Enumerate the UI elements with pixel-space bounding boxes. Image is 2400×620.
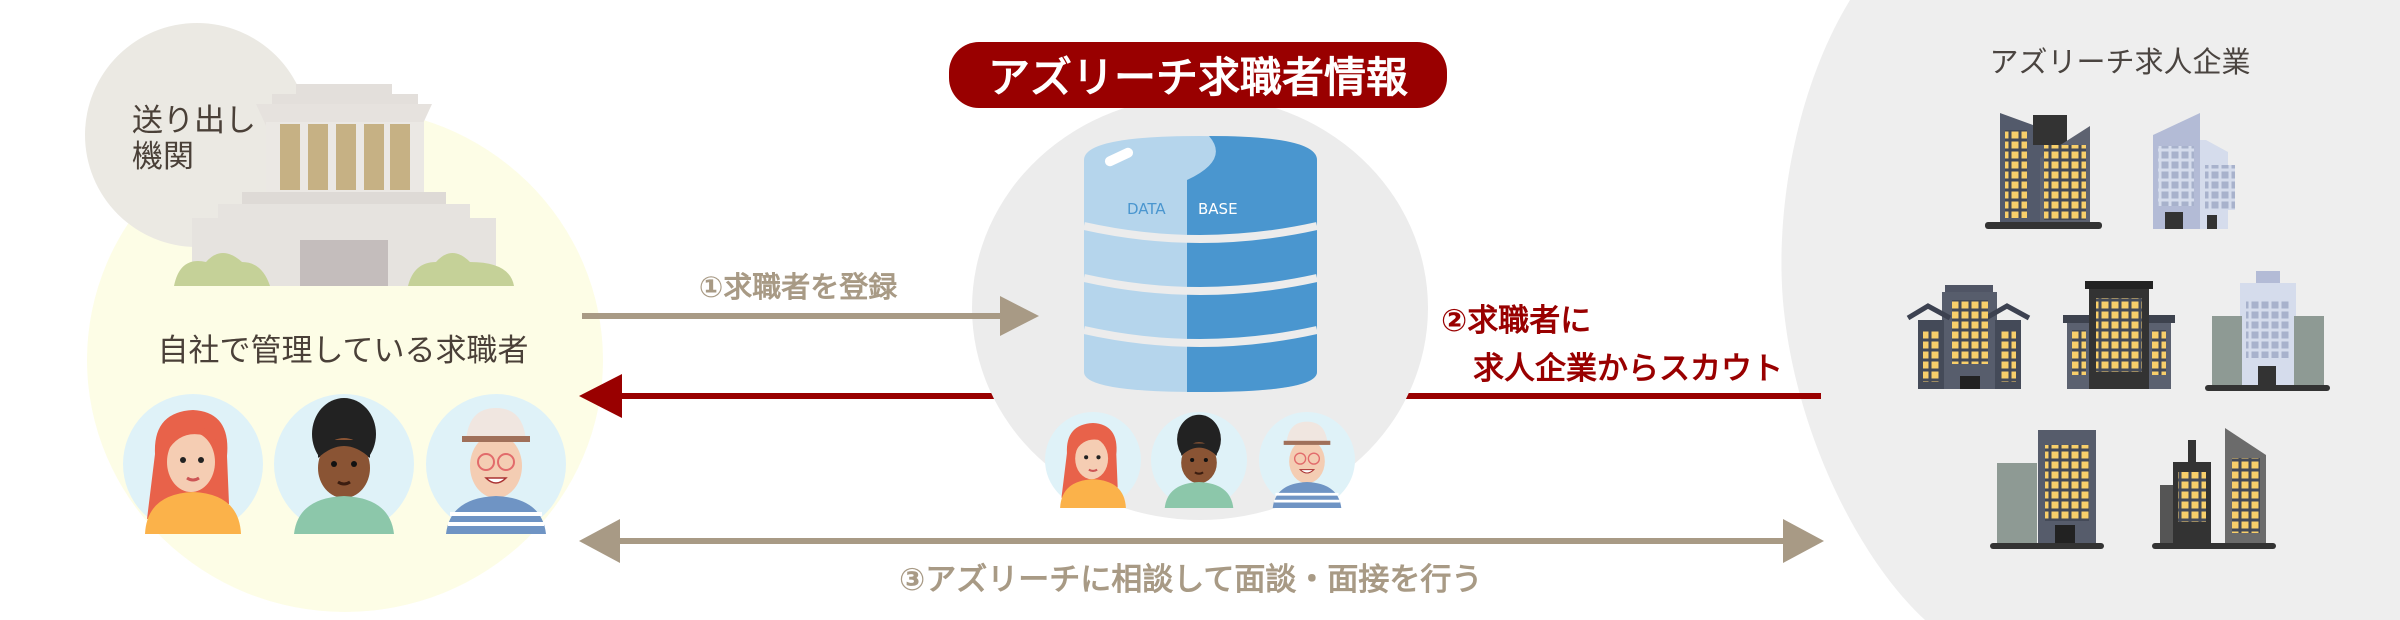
candidate-avatar-man — [274, 394, 414, 534]
company-building-icon-2 — [2153, 113, 2235, 229]
database-icon: DATA BASE — [1083, 136, 1318, 392]
company-building-icon-5 — [2205, 271, 2330, 391]
company-building-icon-3 — [1906, 285, 2031, 389]
companies-label: アズリーチ求人企業 — [1989, 45, 2250, 79]
database-label-base: BASE — [1198, 200, 1238, 218]
register-arrow — [582, 296, 1039, 336]
company-building-icon-7 — [2152, 428, 2276, 549]
sender-org-label-line2: 機関 — [132, 139, 194, 175]
candidate-avatar-hat — [426, 394, 566, 534]
database-label-data: DATA — [1127, 200, 1166, 218]
step2-label-line1: ②求職者に — [1441, 303, 1591, 339]
step2-label-line2: 求人企業からスカウト — [1473, 351, 1783, 387]
government-building-icon — [174, 84, 514, 286]
candidate-avatar-woman — [123, 394, 263, 534]
db-candidate-avatar-hat — [1259, 412, 1355, 508]
step1-label: ①求職者を登録 — [699, 270, 899, 304]
company-building-icon-1 — [1985, 113, 2102, 229]
step3-label: ③アズリーチに相談して面談・面接を行う — [899, 562, 1482, 598]
consult-arrow — [579, 519, 1824, 563]
candidates-label: 自社で管理している求職者 — [157, 333, 528, 369]
company-building-icon-6 — [1990, 430, 2104, 549]
company-building-icon-4 — [2063, 281, 2175, 389]
db-candidate-avatar-man — [1151, 412, 1247, 508]
db-candidate-avatar-woman — [1045, 412, 1141, 508]
sender-org-bubble — [85, 23, 309, 247]
sender-org-label: 送り出し — [132, 103, 256, 139]
title-text: アズリーチ求職者情報 — [988, 53, 1408, 102]
title-badge: アズリーチ求職者情報 — [949, 42, 1447, 108]
